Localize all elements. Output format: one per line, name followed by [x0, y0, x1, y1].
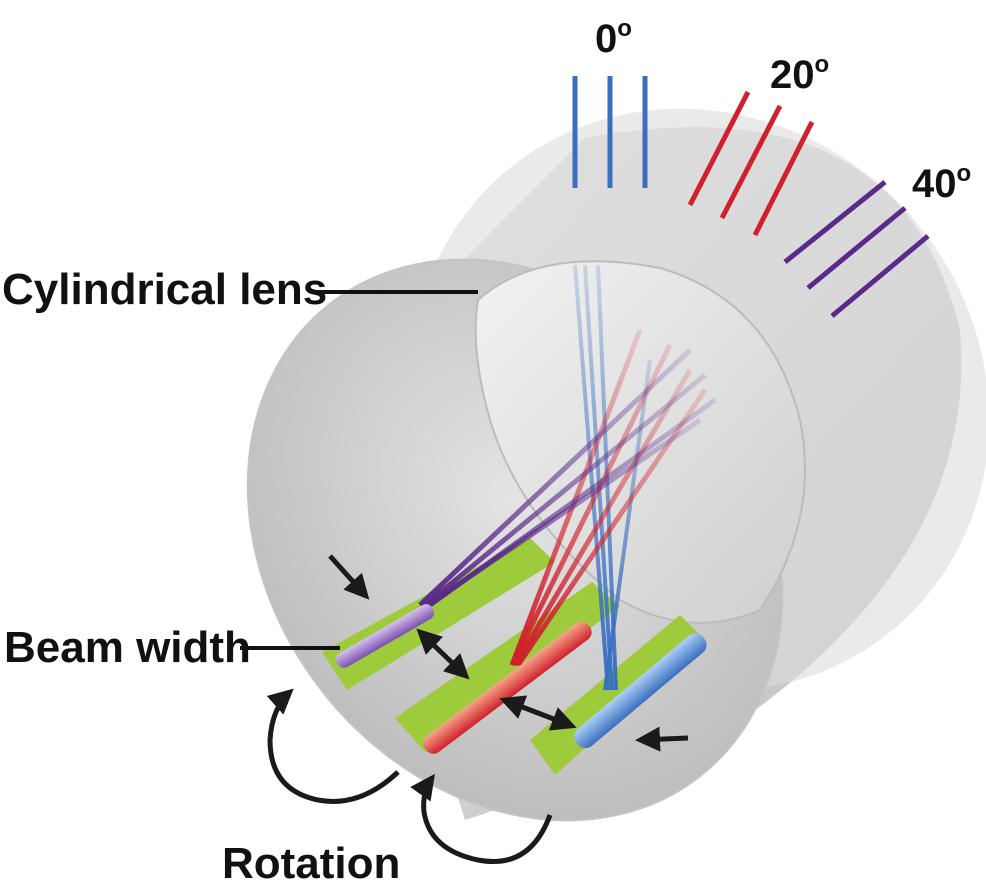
width-arrow-right	[640, 738, 688, 740]
label-rotation: Rotation	[222, 839, 400, 888]
angle-label-20deg: 20o	[770, 51, 829, 97]
label-cylindrical-lens: Cylindrical lens	[2, 265, 327, 314]
angle-label-0deg: 0o	[595, 15, 632, 61]
angle-label-40deg: 40o	[912, 160, 971, 206]
label-beam-width: Beam width	[4, 623, 251, 672]
